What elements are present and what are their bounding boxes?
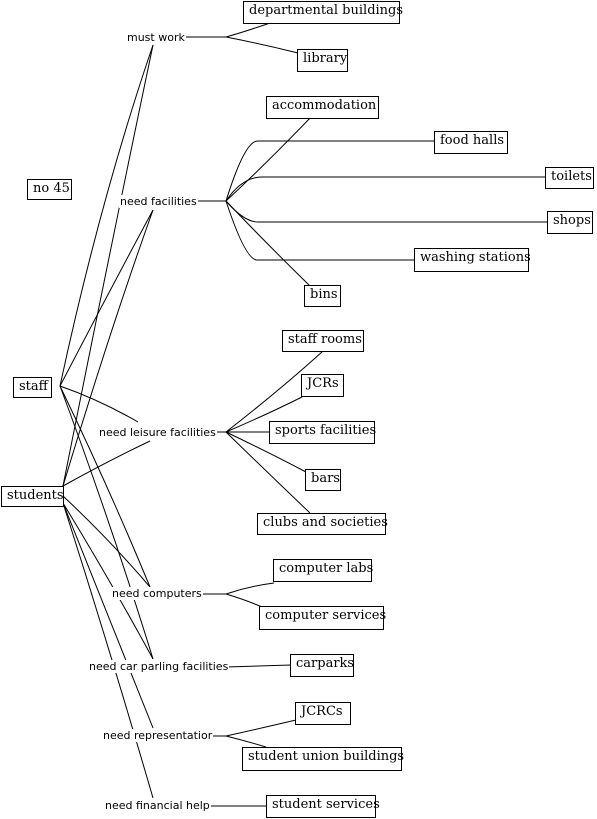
- link-facilities-accommodation: [225, 116, 312, 202]
- link-students-need-computers: [62, 495, 151, 588]
- node-no45[interactable]: no 45: [27, 179, 72, 200]
- node-carparks[interactable]: carparks: [290, 654, 354, 677]
- node-library[interactable]: library: [297, 49, 348, 72]
- node-sports-facilities[interactable]: sports facilities: [269, 421, 376, 444]
- link-students-need-financial: [62, 502, 154, 799]
- node-departmental-buildings[interactable]: departmental buildings: [243, 1, 403, 24]
- link-staff-must-work: [59, 44, 154, 387]
- node-jcrcs[interactable]: JCRCs: [295, 702, 351, 725]
- node-accommodation[interactable]: accommodation: [266, 96, 379, 119]
- node-bars[interactable]: bars: [305, 469, 341, 491]
- node-staff[interactable]: staff: [13, 377, 52, 398]
- node-jcrs[interactable]: JCRs: [301, 374, 344, 397]
- label-need-leisure[interactable]: need leisure facilities: [98, 426, 217, 439]
- link-facilities-toilets: [225, 176, 545, 202]
- link-students-need-representation: [62, 502, 154, 729]
- link-staff-need-leisure: [59, 385, 139, 423]
- node-computer-services[interactable]: computer services: [259, 606, 386, 630]
- link-staff-need-computers: [59, 385, 151, 588]
- node-toilets[interactable]: toilets: [545, 167, 594, 189]
- label-need-financial[interactable]: need financial help: [104, 799, 211, 812]
- node-shops[interactable]: shops: [547, 211, 593, 234]
- link-leisure-bars: [225, 431, 307, 473]
- link-students-need-facilities: [62, 209, 154, 487]
- link-computers-labs: [225, 582, 275, 595]
- link-staff-need-car: [59, 385, 154, 660]
- label-need-representation[interactable]: need representatior: [102, 729, 214, 742]
- node-bins[interactable]: bins: [304, 285, 341, 307]
- link-facilities-food-halls: [225, 140, 435, 202]
- link-students-need-leisure: [62, 440, 151, 487]
- node-washing-stations[interactable]: washing stations: [414, 248, 531, 272]
- link-representation-jcrcs: [225, 719, 297, 737]
- link-leisure-clubs: [225, 431, 311, 514]
- node-clubs-societies[interactable]: clubs and societies: [257, 513, 388, 535]
- node-staff-rooms[interactable]: staff rooms: [282, 330, 364, 352]
- link-leisure-staff-rooms: [225, 350, 324, 433]
- node-food-halls[interactable]: food halls: [434, 131, 508, 154]
- label-must-work[interactable]: must work: [126, 31, 186, 44]
- link-students-must-work: [62, 44, 154, 487]
- link-need-car-trunk: [225, 664, 292, 668]
- link-students-need-car: [62, 502, 154, 660]
- node-students[interactable]: students: [1, 486, 64, 507]
- link-leisure-jcrs: [225, 396, 303, 433]
- link-must-work-library: [225, 36, 299, 54]
- label-need-computers[interactable]: need computers: [111, 587, 203, 600]
- link-must-work-departmental: [225, 22, 271, 38]
- node-student-services[interactable]: student services: [266, 795, 380, 818]
- node-student-union-buildings[interactable]: student union buildings: [242, 747, 404, 771]
- label-need-car[interactable]: need car parling facilities: [88, 660, 230, 673]
- link-facilities-bins: [225, 200, 311, 287]
- node-computer-labs[interactable]: computer labs: [273, 559, 373, 582]
- link-representation-union: [225, 735, 267, 748]
- label-need-facilities[interactable]: need facilities: [119, 195, 198, 208]
- link-computers-services: [225, 593, 263, 608]
- link-facilities-shops: [225, 200, 548, 223]
- link-staff-need-facilities: [59, 209, 154, 387]
- link-facilities-washing: [225, 200, 415, 261]
